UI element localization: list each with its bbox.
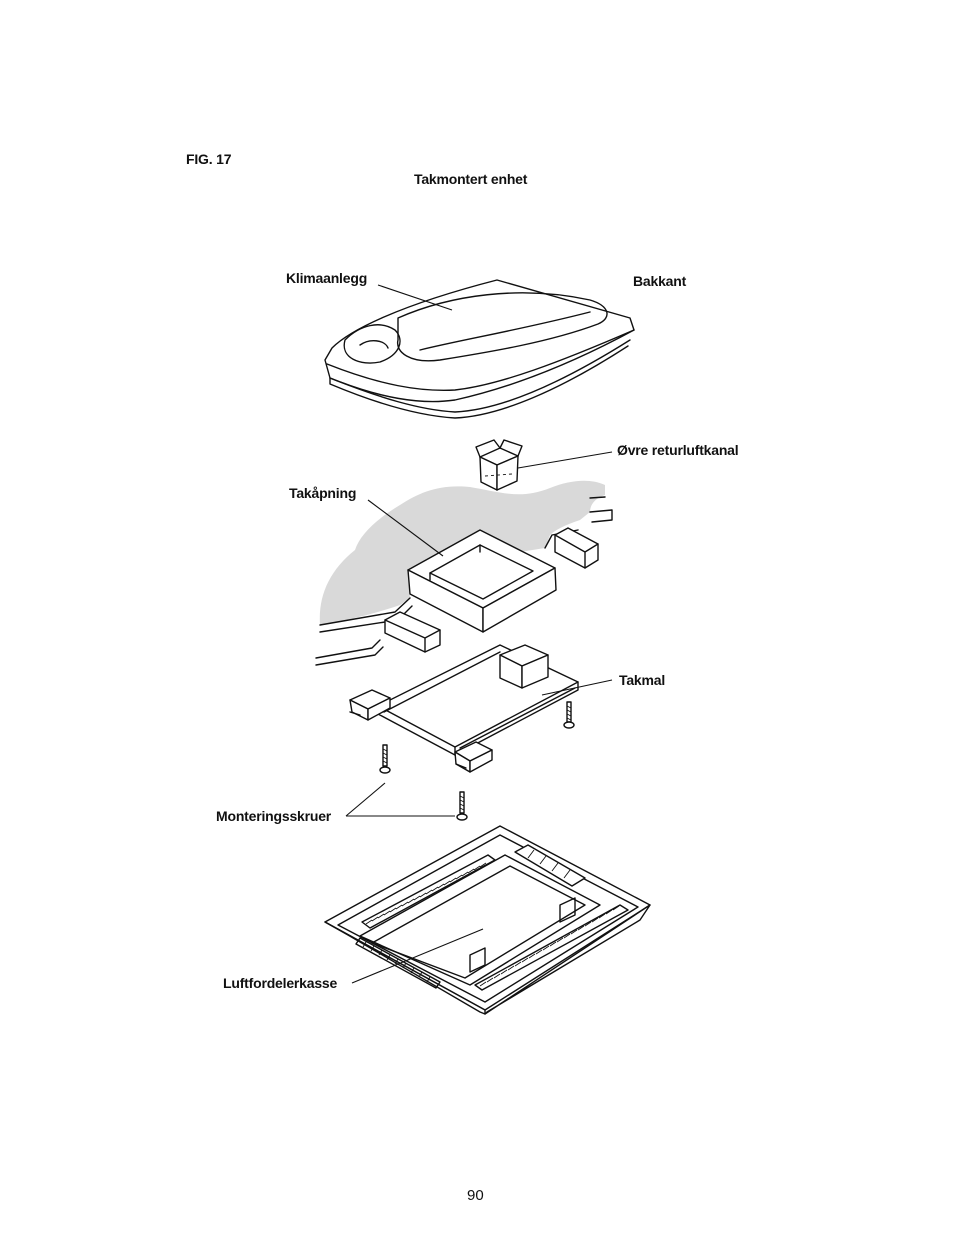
label-takmal: Takmal	[619, 672, 666, 688]
mounting-screw-3	[456, 791, 468, 821]
leader-takapning	[367, 499, 444, 557]
front-return-grille	[355, 937, 441, 989]
leader-lines	[345, 284, 613, 984]
label-ovre-returluftkanal: Øvre returluftkanal	[617, 442, 739, 458]
label-takapning: Takåpning	[289, 485, 357, 501]
figure-title: Takmontert enhet	[414, 171, 528, 187]
air-conditioner-unit	[324, 279, 635, 419]
figure-number: FIG. 17	[186, 151, 232, 167]
page-number: 90	[467, 1187, 484, 1204]
leader-klimaanlegg	[377, 284, 453, 311]
return-opening	[514, 844, 586, 887]
right-vent-grille	[474, 904, 629, 991]
label-monteringsskruer: Monteringsskruer	[216, 808, 332, 824]
mounting-screw-2	[379, 744, 391, 774]
leader-luftfordelerkasse	[351, 928, 484, 984]
label-bakkant: Bakkant	[633, 273, 687, 289]
leader-takmal	[541, 679, 613, 696]
mounting-screw-1	[563, 701, 575, 729]
ceiling-template	[349, 644, 579, 773]
label-luftfordelerkasse: Luftfordelerkasse	[223, 975, 338, 991]
left-vent-grille	[361, 854, 496, 929]
leader-ovre-returluftkanal	[517, 451, 613, 469]
leader-monteringsskruer-1	[345, 782, 386, 817]
label-klimaanlegg: Klimaanlegg	[286, 270, 368, 286]
upper-return-air-duct	[475, 439, 523, 491]
air-distribution-box	[324, 825, 651, 1015]
roof-rafters	[315, 527, 599, 666]
roof-opening-frame	[407, 529, 557, 633]
